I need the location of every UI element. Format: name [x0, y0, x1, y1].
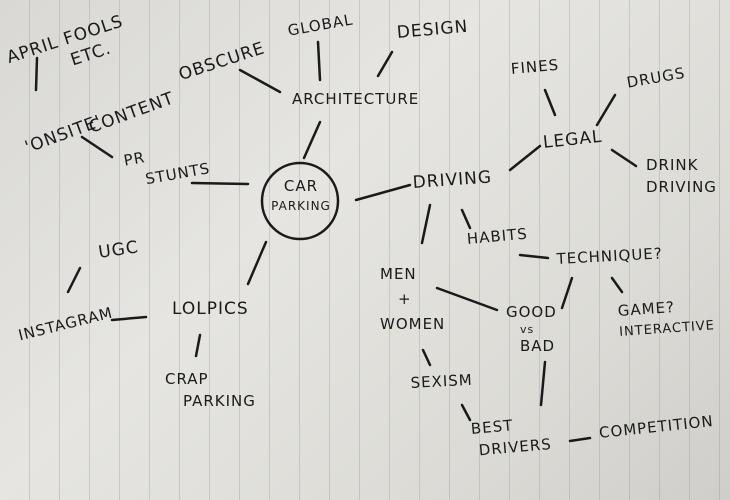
link-legal-drink	[610, 148, 638, 168]
node-architecture: ARCHITECTURE	[292, 90, 420, 108]
link-good-best	[539, 360, 547, 407]
link-women-sexism	[421, 348, 432, 367]
node-text: PARKING	[183, 392, 256, 410]
node-game-interactive: GAME? INTERACTIVE	[617, 293, 716, 344]
link-center-driving	[354, 183, 412, 202]
center-car-parking: CAR PARKING	[269, 176, 333, 216]
link-ugc-instagram	[66, 266, 82, 294]
link-pr-center	[190, 181, 250, 186]
link-center-lolpics	[246, 240, 268, 286]
node-text: MEN	[380, 265, 417, 283]
link-sexism-best	[460, 403, 472, 422]
link-legal-drugs	[595, 93, 617, 127]
node-drink-driving: DRINK DRIVING	[646, 154, 717, 198]
link-legal-fines	[543, 88, 557, 117]
link-best-competition	[568, 436, 592, 443]
node-text: DRINK	[646, 156, 699, 174]
node-crap-parking: CRAP PARKING	[165, 368, 256, 412]
link-driving-men	[420, 203, 432, 245]
node-text: +	[398, 290, 412, 308]
link-men-good	[435, 286, 499, 312]
link-lolpics-crap	[194, 333, 202, 358]
link-instagram-lolpics	[110, 315, 148, 322]
node-text: GOOD	[506, 303, 557, 321]
node-sexism: SEXISM	[410, 370, 474, 392]
node-text: WOMEN	[380, 315, 446, 333]
link-architecture-center	[302, 120, 322, 160]
node-best-drivers: BEST DRIVERS	[470, 411, 553, 462]
node-text: CRAP	[165, 370, 209, 388]
node-good-vs-bad: GOOD vs BAD	[506, 304, 557, 355]
center-text: PARKING	[271, 199, 331, 213]
node-text: vs	[520, 323, 535, 336]
link-design-architecture	[376, 50, 394, 78]
node-lolpics: LOLPICS	[172, 299, 249, 319]
link-technique-game	[610, 276, 624, 294]
center-text: CAR	[283, 177, 319, 195]
link-global-architecture	[316, 40, 322, 82]
link-driving-habits	[460, 208, 472, 230]
link-technique-good	[560, 276, 574, 310]
link-driving-legal	[508, 144, 542, 172]
link-obscure-architecture	[238, 68, 282, 94]
node-men-women: MEN + WOMEN	[380, 262, 445, 337]
link-habits-technique	[518, 253, 550, 260]
center-circle	[260, 161, 340, 241]
node-fines: FINES	[510, 55, 560, 78]
link-content-pr	[80, 135, 114, 159]
link-april-onsite	[34, 56, 39, 92]
node-text: BAD	[520, 337, 556, 355]
node-text: DRIVING	[646, 178, 717, 196]
